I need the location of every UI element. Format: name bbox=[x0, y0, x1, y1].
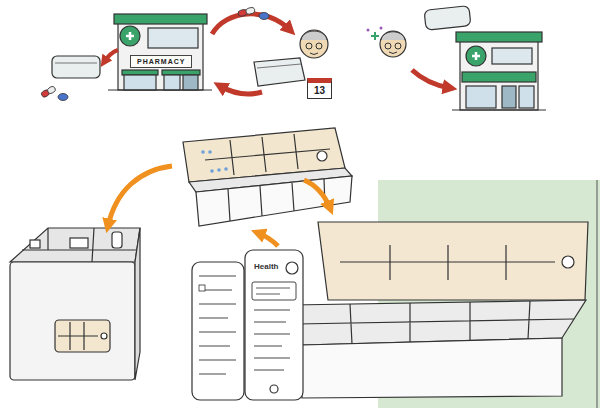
pill-box bbox=[424, 6, 471, 31]
panel-edge bbox=[597, 180, 598, 408]
container-panel bbox=[55, 320, 110, 352]
capsule-half bbox=[47, 85, 57, 94]
pharmacy-sign: PHARMACY bbox=[130, 55, 192, 68]
medicine-box bbox=[70, 238, 88, 248]
container-side bbox=[135, 228, 140, 380]
medicine-box bbox=[30, 240, 40, 248]
lid-grid-line bbox=[205, 149, 330, 160]
pill-box-lid-line bbox=[55, 63, 97, 64]
pharmacy-window bbox=[492, 48, 532, 64]
pharmacy-awning bbox=[162, 70, 200, 75]
person-hair bbox=[381, 32, 405, 40]
capsule-half bbox=[245, 7, 255, 15]
app-title: Health bbox=[252, 261, 280, 272]
orange-arrow bbox=[258, 233, 278, 246]
pharmacy-cross-sign bbox=[466, 46, 486, 66]
pill-box bbox=[52, 56, 100, 78]
glasses bbox=[385, 43, 391, 49]
app-scribble bbox=[254, 310, 290, 370]
app-scribble bbox=[199, 276, 236, 374]
pill bbox=[259, 13, 269, 20]
indicator-dot bbox=[217, 168, 221, 172]
person-head bbox=[300, 30, 328, 58]
node-text: Health bbox=[254, 262, 278, 271]
glasses bbox=[395, 43, 401, 49]
sparkle bbox=[380, 27, 383, 30]
pill-box-lid-line bbox=[257, 64, 301, 68]
shop-window bbox=[466, 86, 496, 108]
lid-grid-line bbox=[230, 134, 298, 175]
app-card bbox=[252, 282, 296, 300]
glasses bbox=[306, 43, 312, 49]
pharmacy-building bbox=[460, 40, 538, 110]
node-text: 13 bbox=[314, 85, 325, 96]
orange-arrow bbox=[108, 166, 172, 226]
red-arrow bbox=[220, 86, 262, 94]
container-top bbox=[10, 228, 140, 262]
big-box-tray bbox=[302, 338, 562, 398]
ground-line bbox=[452, 109, 546, 110]
pharmacy-building bbox=[118, 22, 203, 90]
orange-arrow bbox=[304, 180, 330, 208]
cross-symbol bbox=[126, 32, 134, 40]
big-box-lid bbox=[318, 222, 588, 300]
pill bbox=[58, 94, 68, 101]
panel-knob bbox=[101, 333, 107, 339]
shop-window bbox=[124, 75, 156, 90]
red-arrow bbox=[412, 70, 450, 88]
indicator-dot bbox=[201, 150, 205, 154]
cross-symbol bbox=[472, 52, 480, 60]
pharmacy-awning bbox=[122, 70, 158, 75]
sparkle bbox=[367, 29, 370, 32]
glasses bbox=[316, 43, 322, 49]
sparkle bbox=[371, 32, 379, 40]
app-scribble bbox=[256, 288, 290, 294]
pharmacy-sign-band bbox=[462, 72, 536, 82]
lid-knob bbox=[562, 256, 574, 268]
person-hair bbox=[301, 31, 327, 40]
ground-line bbox=[108, 89, 212, 90]
smile bbox=[310, 53, 318, 55]
container-body bbox=[10, 262, 135, 380]
lid-grid-line bbox=[390, 245, 506, 280]
red-arrow bbox=[212, 14, 290, 34]
app-icon bbox=[199, 285, 205, 291]
lid-knob bbox=[317, 151, 327, 161]
shop-door bbox=[183, 75, 198, 90]
node-text: PHARMACY bbox=[137, 58, 185, 65]
pill-box bbox=[254, 58, 305, 86]
shop-door bbox=[502, 86, 516, 108]
organizer-tray bbox=[196, 176, 352, 226]
phone bbox=[192, 262, 244, 400]
shop-window bbox=[164, 75, 180, 90]
calendar: 13 bbox=[307, 78, 332, 99]
indicator-dot bbox=[224, 167, 228, 171]
panel-grid-line bbox=[58, 322, 98, 350]
container-divider bbox=[22, 228, 137, 262]
pharmacy-cross-sign bbox=[120, 26, 140, 46]
tray-divider bbox=[297, 301, 574, 344]
pharmacy-roof bbox=[456, 32, 542, 42]
smile bbox=[389, 52, 397, 54]
shop-window bbox=[519, 86, 534, 108]
phone bbox=[245, 250, 303, 400]
pharmacy-roof bbox=[114, 14, 207, 24]
person-head bbox=[380, 31, 406, 57]
pharmacy-window bbox=[148, 28, 198, 48]
phone-button bbox=[270, 385, 278, 393]
indicator-dot bbox=[210, 169, 214, 173]
indicator-dot bbox=[208, 150, 212, 154]
app-icon bbox=[286, 262, 298, 274]
medicine-bottle bbox=[112, 232, 122, 248]
red-arrow bbox=[104, 50, 118, 62]
